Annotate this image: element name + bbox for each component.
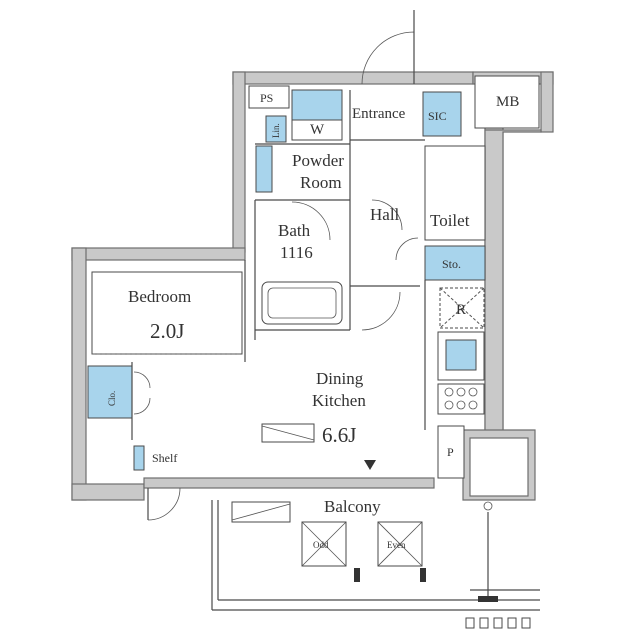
doors bbox=[133, 10, 419, 521]
label-powder-room-1: Powder bbox=[292, 151, 344, 170]
partitions bbox=[87, 75, 540, 479]
label-dk-size: 6.6J bbox=[322, 423, 356, 447]
label-odd: Odd bbox=[313, 540, 329, 550]
label-even: Even bbox=[387, 540, 406, 550]
label-dining: Dining bbox=[316, 369, 364, 388]
label-ps: PS bbox=[260, 91, 273, 105]
label-p: P bbox=[447, 445, 454, 459]
balcony bbox=[211, 500, 540, 629]
label-entrance: Entrance bbox=[352, 106, 406, 122]
label-sic: SIC bbox=[428, 109, 447, 123]
label-sto: Sto. bbox=[442, 257, 461, 271]
label-toilet: Toilet bbox=[430, 211, 470, 230]
walls bbox=[71, 71, 554, 501]
label-kitchen: Kitchen bbox=[312, 391, 366, 410]
label-powder-room-2: Room bbox=[300, 173, 342, 192]
label-w: W bbox=[310, 122, 325, 138]
label-lin: Lin. bbox=[271, 123, 281, 138]
labels: PS W Entrance SIC MB Lin. Powder Room Ha… bbox=[107, 91, 519, 550]
label-r: R bbox=[456, 302, 466, 318]
label-bath-2: 1116 bbox=[280, 243, 313, 262]
label-clo: Clo. bbox=[107, 391, 117, 406]
label-hall: Hall bbox=[370, 205, 400, 224]
label-balcony: Balcony bbox=[324, 497, 381, 516]
label-bedroom-size: 2.0J bbox=[150, 319, 184, 343]
label-shelf: Shelf bbox=[152, 451, 177, 465]
label-bedroom: Bedroom bbox=[128, 287, 191, 306]
label-bath-1: Bath bbox=[278, 221, 311, 240]
label-mb: MB bbox=[496, 94, 519, 110]
